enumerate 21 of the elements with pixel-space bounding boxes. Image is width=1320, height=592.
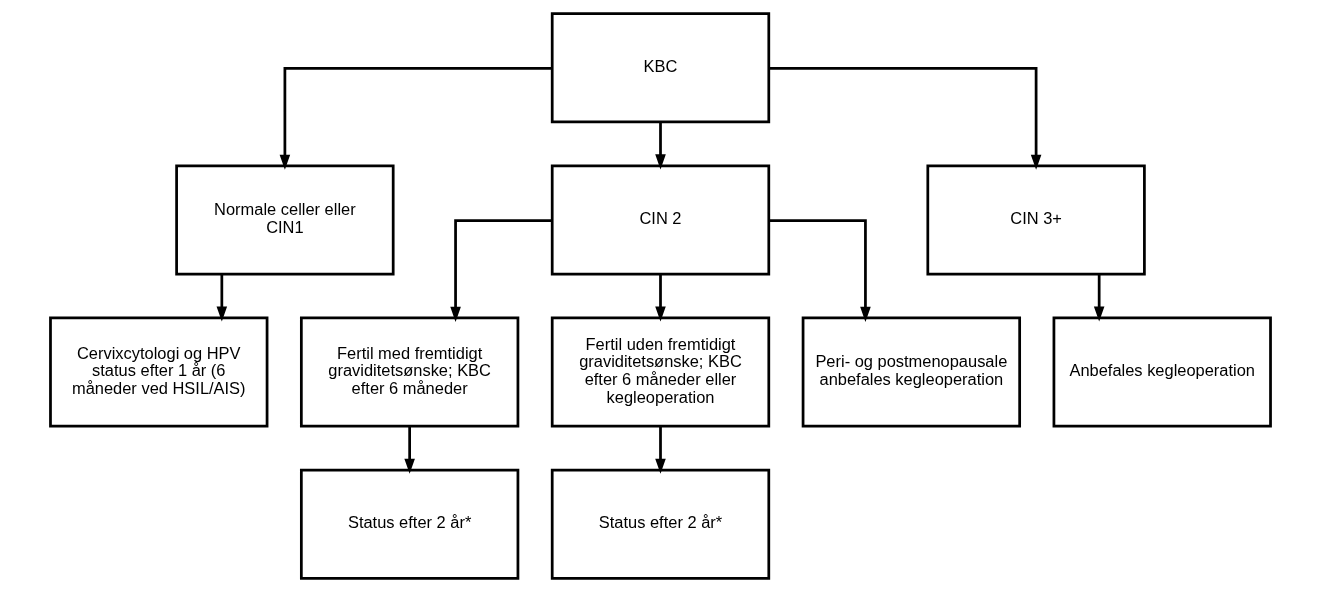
arrow xyxy=(216,274,227,322)
node-box: Status efter 2 år* xyxy=(299,468,519,580)
arrow xyxy=(654,426,666,474)
node-box: CIN 3+ xyxy=(925,164,1146,276)
arrow xyxy=(768,67,1041,170)
arrow xyxy=(654,274,666,322)
node-box: Peri- og postmenopausale anbefales kegleoperation xyxy=(801,316,1021,428)
node-box: Status efter 2 år* xyxy=(550,468,770,580)
node-box: CIN 2 xyxy=(550,164,770,276)
arrow xyxy=(654,122,666,170)
arrow xyxy=(449,219,552,322)
node-box: Normale celler eller CIN1 xyxy=(174,164,395,276)
node-box: Anbefales kegleoperation xyxy=(1052,316,1272,428)
arrow xyxy=(768,219,871,322)
node-box: Cervixcytologi og HPV status efter 1 år (6 måneder ved HSIL/AIS) xyxy=(48,316,268,428)
node-box: Fertil med fremtidigt graviditetsønske; KBC efter 6 måneder xyxy=(299,316,519,428)
arrow xyxy=(403,426,415,474)
node-box: KBC xyxy=(550,12,770,124)
arrow xyxy=(279,67,552,170)
node-box: Fertil uden fremtidigt graviditetsønske; KBC efter 6 måneder eller kegleoperation xyxy=(550,316,770,428)
arrow xyxy=(1093,274,1104,322)
